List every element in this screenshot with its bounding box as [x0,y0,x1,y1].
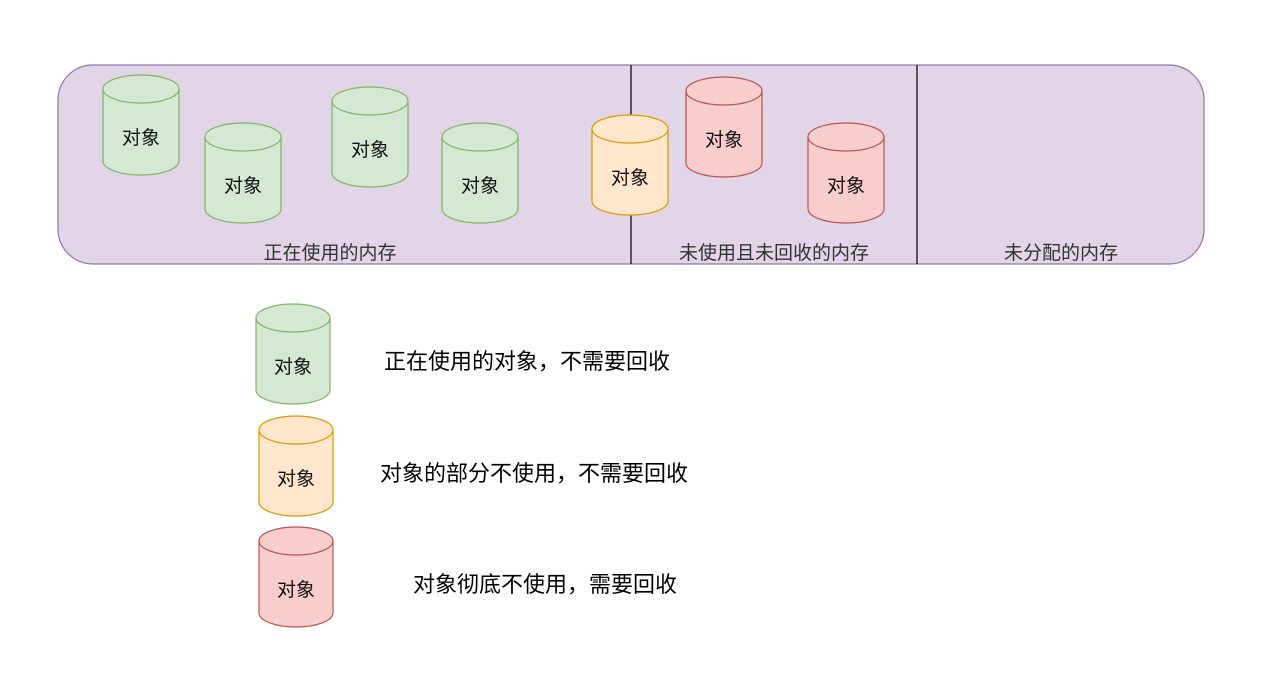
cylinder-body [441,122,519,224]
object-cylinder-green: 对象 [204,122,282,224]
zone-label-in-use: 正在使用的内存 [263,242,396,264]
cylinder-body [591,114,669,216]
memory-objects: 对象对象对象对象对象对象对象 [102,74,885,224]
cylinder-top-rim [258,429,334,445]
object-cylinder-green: 对象 [255,303,331,405]
object-label: 对象 [351,139,389,161]
legend-text: 对象的部分不使用，不需要回收 [380,462,688,487]
object-cylinder-green: 对象 [441,122,519,224]
object-label: 对象 [611,167,649,189]
object-cylinder-orange: 对象 [258,415,334,517]
cylinder-top-rim [591,128,669,144]
cylinder-top-rim [441,136,519,152]
object-cylinder-red: 对象 [807,122,885,224]
legend-item: 对象 对象彻底不使用，需要回收 [258,526,677,628]
cylinder-body [255,303,331,405]
object-cylinder-green: 对象 [331,86,409,188]
object-label: 对象 [827,175,865,197]
object-cylinder-orange: 对象 [591,114,669,216]
legend-object-cylinder: 对象 [255,303,331,405]
legend-text: 正在使用的对象，不需要回收 [384,350,670,375]
cylinder-top-rim [331,100,409,116]
object-cylinder-red: 对象 [685,76,763,178]
zone-label-unused-unreclaimed: 未使用且未回收的内存 [679,242,869,264]
legend-text: 对象彻底不使用，需要回收 [413,573,677,598]
object-label: 对象 [274,356,312,378]
cylinder-top-rim [258,540,334,556]
legend-item: 对象 正在使用的对象，不需要回收 [255,303,670,405]
cylinder-body [331,86,409,188]
object-label: 对象 [122,127,160,149]
zone-label-unallocated: 未分配的内存 [1004,242,1118,264]
legend-object-cylinder: 对象 [258,526,334,628]
cylinder-body [685,76,763,178]
legend-object-cylinder: 对象 [258,415,334,517]
object-label: 对象 [705,129,743,151]
object-cylinder-green: 对象 [102,74,180,176]
cylinder-body [204,122,282,224]
object-label: 对象 [277,468,315,490]
cylinder-body [807,122,885,224]
legend: 对象 正在使用的对象，不需要回收 对象 对象的部分不使用，不需要回收 对象 对象… [255,303,688,628]
cylinder-body [102,74,180,176]
cylinder-top-rim [807,136,885,152]
legend-item: 对象 对象的部分不使用，不需要回收 [258,415,688,517]
cylinder-body [258,415,334,517]
object-label: 对象 [461,175,499,197]
cylinder-top-rim [204,136,282,152]
cylinder-top-rim [102,88,180,104]
object-label: 对象 [224,175,262,197]
cylinder-top-rim [255,317,331,333]
object-label: 对象 [277,579,315,601]
cylinder-top-rim [685,90,763,106]
cylinder-body [258,526,334,628]
object-cylinder-red: 对象 [258,526,334,628]
